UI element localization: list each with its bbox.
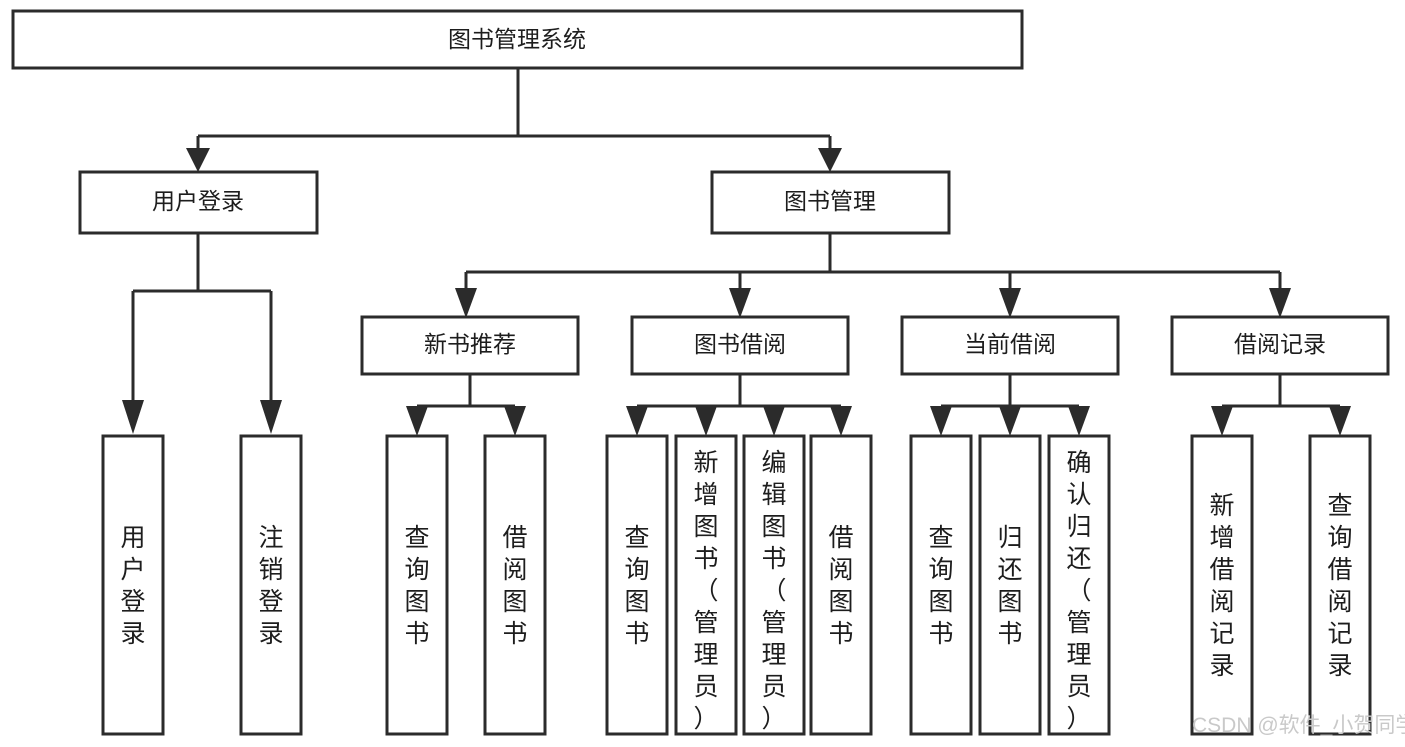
- leaf-label-logout: 注销登录: [258, 524, 283, 648]
- leaf-box-bb-edit-book[interactable]: [742, 434, 806, 736]
- leaf-node-logout[interactable]: 注销登录: [239, 434, 303, 736]
- arrow-head-borrow-record: [1269, 288, 1291, 318]
- leaf-node-cb-return-book[interactable]: 归还图书: [978, 434, 1042, 736]
- arrow-head-leaf-user-login: [122, 400, 144, 434]
- leaf-box-br-add-record[interactable]: [1190, 434, 1254, 736]
- connector-layer: [122, 68, 1351, 436]
- current-borrow-label: 当前借阅: [964, 331, 1056, 357]
- leaf-node-nb-query-book[interactable]: 查询图书: [385, 434, 449, 736]
- leaf-node-bb-edit-book[interactable]: 编辑图书（管理员）: [742, 434, 806, 736]
- arrow-head-bb-query-book: [626, 406, 648, 436]
- node-borrow-record[interactable]: 借阅记录: [1170, 315, 1390, 376]
- leaf-label-nb-borrow-book: 借阅图书: [502, 524, 527, 648]
- leaf-box-br-query-record[interactable]: [1308, 434, 1372, 736]
- arrow-head-book-borrow: [729, 288, 751, 318]
- root-label: 图书管理系统: [448, 26, 586, 52]
- arrow-head-cb-confirm-return: [1068, 406, 1090, 436]
- arrow-head-new-book-recommend: [455, 288, 477, 318]
- node-root-book-management-system[interactable]: 图书管理系统: [11, 9, 1024, 70]
- leaf-box-bb-borrow-book[interactable]: [809, 434, 873, 736]
- leaf-box-nb-query-book[interactable]: [385, 434, 449, 736]
- leaf-label-br-query-record: 查询借阅记录: [1327, 492, 1352, 680]
- arrow-head-user-login: [186, 148, 210, 172]
- leaf-box-cb-confirm-return[interactable]: [1047, 434, 1111, 736]
- new-book-recommend-box[interactable]: [360, 315, 580, 376]
- leaf-box-cb-query-book[interactable]: [909, 434, 973, 736]
- book-management-box[interactable]: [710, 170, 951, 235]
- arrow-head-leaf-logout: [260, 400, 282, 434]
- new-book-recommend-label: 新书推荐: [424, 331, 516, 357]
- arrow-head-book-mgmt: [818, 148, 842, 172]
- leaf-node-nb-borrow-book[interactable]: 借阅图书: [483, 434, 547, 736]
- leaf-box-logout[interactable]: [239, 434, 303, 736]
- leaf-box-nb-borrow-book[interactable]: [483, 434, 547, 736]
- leaf-node-bb-borrow-book[interactable]: 借阅图书: [809, 434, 873, 736]
- borrow-record-box[interactable]: [1170, 315, 1390, 376]
- leaf-node-br-query-record[interactable]: 查询借阅记录: [1308, 434, 1372, 736]
- leaf-node-user-login[interactable]: 用户登录: [101, 434, 165, 736]
- leaf-label-bb-edit-book: 编辑图书（管理员）: [761, 449, 786, 733]
- leaf-label-cb-return-book: 归还图书: [997, 524, 1022, 648]
- node-book-borrow[interactable]: 图书借阅: [630, 315, 850, 376]
- leaf-label-bb-borrow-book: 借阅图书: [828, 524, 853, 648]
- current-borrow-box[interactable]: [900, 315, 1120, 376]
- leaf-label-bb-add-book: 新增图书（管理员）: [693, 449, 718, 733]
- arrow-head-cb-return-book: [999, 406, 1021, 436]
- leaf-box-bb-query-book[interactable]: [605, 434, 669, 736]
- leaf-node-cb-confirm-return[interactable]: 确认归还（管理员）: [1047, 434, 1111, 736]
- node-new-book-recommend[interactable]: 新书推荐: [360, 315, 580, 376]
- user-login-label: 用户登录: [152, 188, 244, 214]
- node-user-login[interactable]: 用户登录: [78, 170, 319, 235]
- book-management-label: 图书管理: [784, 188, 876, 214]
- borrow-record-label: 借阅记录: [1234, 331, 1326, 357]
- arrow-head-bb-edit-book: [763, 406, 785, 436]
- arrow-head-nb-borrow-book: [504, 406, 526, 436]
- arrow-head-current-borrow: [999, 288, 1021, 318]
- leaf-node-bb-add-book[interactable]: 新增图书（管理员）: [674, 434, 738, 736]
- book-borrow-label: 图书借阅: [694, 331, 786, 357]
- leaf-label-user-login: 用户登录: [120, 524, 145, 648]
- leaf-box-cb-return-book[interactable]: [978, 434, 1042, 736]
- user-login-box[interactable]: [78, 170, 319, 235]
- leaf-box-bb-add-book[interactable]: [674, 434, 738, 736]
- arrow-head-bb-add-book: [695, 406, 717, 436]
- arrow-head-nb-query-book: [406, 406, 428, 436]
- leaf-label-bb-query-book: 查询图书: [624, 524, 649, 648]
- leaf-node-cb-query-book[interactable]: 查询图书: [909, 434, 973, 736]
- arrow-head-br-add-record: [1211, 406, 1233, 436]
- book-borrow-box[interactable]: [630, 315, 850, 376]
- root-box[interactable]: [11, 9, 1024, 70]
- node-book-management[interactable]: 图书管理: [710, 170, 951, 235]
- leaf-node-bb-query-book[interactable]: 查询图书: [605, 434, 669, 736]
- arrow-head-cb-query-book: [930, 406, 952, 436]
- leaf-label-cb-confirm-return: 确认归还（管理员）: [1066, 449, 1091, 733]
- node-current-borrow[interactable]: 当前借阅: [900, 315, 1120, 376]
- leaf-box-user-login[interactable]: [101, 434, 165, 736]
- leaf-label-br-add-record: 新增借阅记录: [1209, 492, 1234, 680]
- csdn-watermark: CSDN @软件_小贺同学: [1192, 714, 1405, 737]
- arrow-head-br-query-record: [1329, 406, 1351, 436]
- leaf-label-cb-query-book: 查询图书: [928, 524, 953, 648]
- arrow-head-bb-borrow-book: [830, 406, 852, 436]
- leaf-label-nb-query-book: 查询图书: [404, 524, 429, 648]
- leaf-node-br-add-record[interactable]: 新增借阅记录: [1190, 434, 1254, 736]
